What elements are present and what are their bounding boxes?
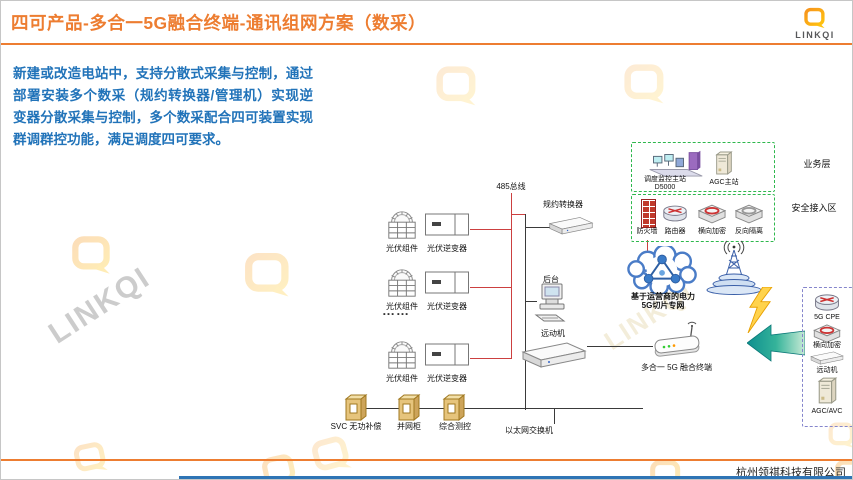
pv-inverter-icon <box>424 211 470 239</box>
ethernet-switch-label: 以太网交换机 <box>505 426 553 435</box>
agc-master-label: AGC主站 <box>709 179 739 186</box>
backend-computer-icon <box>533 282 571 324</box>
firewall-label: 防火墙 <box>636 228 658 235</box>
pv-panel-icon <box>385 267 419 299</box>
dispatch-master-station-sublabel: D5000 <box>654 183 676 191</box>
rtu-label: 远动机 <box>541 329 565 338</box>
fusion-terminal-icon <box>649 321 705 365</box>
bus-backbone-link <box>511 214 526 216</box>
protocol-converter-label: 规约转换器 <box>543 200 583 209</box>
pv-inverter-icon <box>424 269 470 297</box>
pv-inverter-label: 光伏逆变器 <box>427 244 467 253</box>
pv-panel-label: 光伏组件 <box>386 302 418 311</box>
pv-panel-icon <box>385 339 419 371</box>
left-arrow-icon <box>747 321 805 365</box>
inverter2-bus-link <box>470 287 511 289</box>
pv-panel-label: 光伏组件 <box>386 244 418 253</box>
converter-link <box>525 227 551 229</box>
station-rtu-icon <box>809 349 845 366</box>
company-logo: LINKQI <box>789 5 841 40</box>
router-label: 路由器 <box>664 228 686 235</box>
5g-cloud-icon <box>626 246 700 294</box>
grid-cabinet-label: 并网柜 <box>397 422 421 431</box>
cloud-label-line2: 5G切片专网 <box>641 301 685 310</box>
bus-485-line <box>511 193 513 359</box>
logo-text: LINKQI <box>795 30 835 40</box>
linkqi-watermark-icon <box>431 61 483 113</box>
agc-master-server-icon <box>713 149 735 177</box>
forward-encryption-icon <box>698 204 726 225</box>
page-title: 四可产品-多合一5G融合终端-通讯组网方案（数采） <box>11 13 426 33</box>
svc-cabinet-label: SVC 无功补偿 <box>330 422 382 431</box>
header-divider <box>1 43 852 45</box>
firewall-icon <box>641 199 656 228</box>
linkqi-watermark-text: LINKQI <box>42 260 157 351</box>
measure-cabinet-label: 综合测控 <box>439 422 471 431</box>
pv-inverter-label: 光伏逆变器 <box>427 374 467 383</box>
measure-cabinet-icon <box>441 393 467 423</box>
5g-cpe-icon <box>812 292 842 313</box>
ethernet-label-tick <box>554 408 556 424</box>
pv-panel-label: 光伏组件 <box>386 374 418 383</box>
pv-inverter-label: 光伏逆变器 <box>427 302 467 311</box>
business-zone-box <box>631 142 775 192</box>
grid-cabinet-icon <box>396 393 422 423</box>
security-zone-box <box>631 194 775 242</box>
intro-paragraph: 新建或改造电站中，支持分散式采集与控制，通过部署安装多个数采（规约转换器/管理机… <box>13 66 313 147</box>
linkqi-watermark-icon <box>239 247 297 305</box>
station-encryption-icon <box>813 324 841 344</box>
forward-encryption-label: 横向加密 <box>698 228 726 235</box>
station-encryption-label: 横向加密 <box>813 342 841 349</box>
linkqi-watermark-icon <box>67 231 117 281</box>
pv-panel-icon <box>385 209 419 241</box>
fusion-terminal-label: 多合一 5G 融合终端 <box>640 363 713 372</box>
dispatch-master-station-label: 调度监控主站 <box>644 176 686 183</box>
station-equipment-box <box>802 287 852 427</box>
linkqi-watermark-icon <box>619 59 671 111</box>
footer-divider <box>1 459 852 461</box>
ethernet-bus-line <box>353 408 643 410</box>
security-zone-label: 安全接入区 <box>791 203 837 213</box>
station-backbone-line <box>525 214 527 410</box>
rtu-icon <box>519 338 589 370</box>
agc-avc-server-icon <box>815 375 840 406</box>
bottom-accent-bar <box>179 476 852 479</box>
agc-avc-label: AGC/AVC <box>811 408 843 415</box>
reverse-isolation-icon <box>735 204 763 225</box>
reverse-isolation-label: 反向隔离 <box>735 228 763 235</box>
inverter1-bus-link <box>470 229 511 231</box>
backend-label: 后台 <box>543 275 559 284</box>
business-zone-label: 业务层 <box>803 159 831 169</box>
svc-cabinet-icon <box>343 393 369 423</box>
pv-rows-ellipsis: …… <box>382 303 410 318</box>
linkqi-watermark-icon <box>67 435 114 479</box>
backend-link <box>525 301 537 303</box>
inverter3-bus-link <box>470 358 511 360</box>
lightning-bolt-icon <box>745 287 775 333</box>
linkqi-watermark-icon <box>304 428 360 479</box>
cloud-label-line1: 基于运营商的电力 <box>631 292 695 301</box>
5g-cpe-label: 5G CPE <box>814 314 840 321</box>
pv-inverter-icon <box>424 341 470 369</box>
router-icon <box>661 203 689 224</box>
rtu-terminal-link <box>587 346 653 348</box>
linkqi-logo-icon <box>804 7 825 29</box>
firewall-cloud-link <box>647 240 649 252</box>
bus-485-label: 485总线 <box>496 182 526 191</box>
dispatch-master-station-icon <box>647 147 705 177</box>
station-rtu-label: 远动机 <box>816 367 838 374</box>
protocol-converter-icon <box>547 211 595 239</box>
